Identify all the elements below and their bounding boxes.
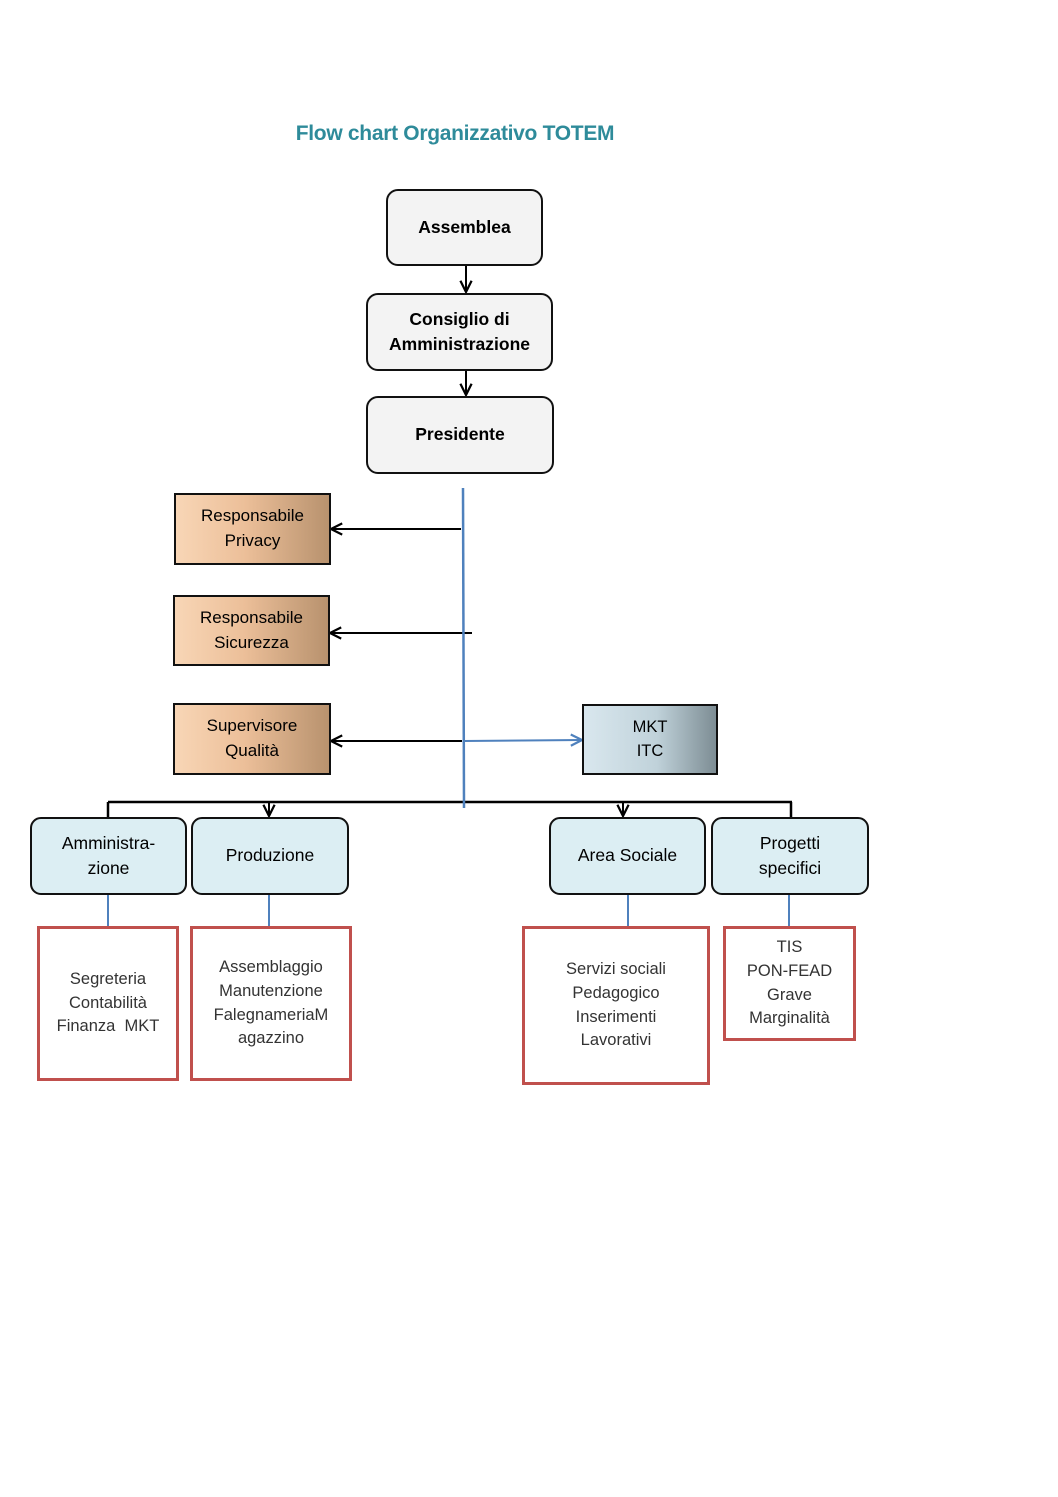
area-produzione-box: Produzione <box>191 817 349 895</box>
detail-marginalita: Marginalità <box>749 1009 830 1028</box>
mkt-itc-box: MKT ITC <box>582 704 718 775</box>
presidente-label: Presidente <box>415 424 505 445</box>
progetti-details-box: TIS PON-FEAD Grave Marginalità <box>723 926 856 1041</box>
area-sociale-label: Area Sociale <box>577 845 678 866</box>
detail-lavorativi: Lavorativi <box>580 1031 652 1050</box>
consiglio-label-line-1: Consiglio di <box>409 308 510 329</box>
detail-inserimenti: Inserimenti <box>575 1007 657 1026</box>
qualita-label-line-1: Supervisore <box>206 716 298 736</box>
sicurezza-label-line-1: Responsabile <box>199 607 303 627</box>
qualita-label-line-2: Qualità <box>225 741 279 760</box>
detail-tis: TIS <box>776 937 803 956</box>
assemblea-box: Assemblea <box>386 189 543 266</box>
amministrazione-details-box: Segreteria Contabilità Finanza MKT <box>37 926 179 1081</box>
supervisore-qualita-box: Supervisore Qualità <box>173 703 331 775</box>
detail-pon-fead: PON-FEAD <box>746 961 833 980</box>
sicurezza-label-line-2: Sicurezza <box>214 632 289 652</box>
detail-magazzino: agazzino <box>237 1029 305 1048</box>
mkt-label: MKT <box>632 717 668 736</box>
area-amministrazione-box: Amministra- zione <box>30 817 187 895</box>
consiglio-label-line-2: Amministrazione <box>389 334 530 354</box>
presidente-trunk <box>461 487 466 809</box>
produzione-label: Produzione <box>225 845 315 866</box>
progetti-label-line-1: Progetti <box>759 832 821 853</box>
arrow-to-mkt-itc <box>463 740 582 741</box>
area-sociale-details-box: Servizi sociali Pedagogico Inserimenti L… <box>522 926 710 1085</box>
privacy-label-line-1: Responsabile <box>200 506 304 526</box>
privacy-label-line-2: Privacy <box>224 531 281 550</box>
detail-contabilita: Contabilità <box>69 993 147 1012</box>
detail-pedagogico: Pedagogico <box>572 983 660 1002</box>
consiglio-box: Consiglio di Amministrazione <box>366 293 553 371</box>
area-progetti-specifici-box: Progetti specifici <box>711 817 869 895</box>
responsabile-privacy-box: Responsabile Privacy <box>174 493 331 565</box>
assemblea-label: Assemblea <box>418 216 511 237</box>
detail-segreteria: Segreteria <box>69 969 147 988</box>
produzione-details-box: Assemblaggio Manutenzione FalegnameriaM … <box>190 926 352 1081</box>
amministrazione-label-line-2: zione <box>87 858 130 878</box>
detail-finanza-mkt: Finanza MKT <box>56 1017 160 1036</box>
responsabile-sicurezza-box: Responsabile Sicurezza <box>173 595 330 666</box>
detail-grave: Grave <box>767 985 812 1004</box>
detail-manutenzione: Manutenzione <box>219 981 323 1000</box>
detail-servizi-sociali: Servizi sociali <box>566 959 666 978</box>
detail-falegnameria: FalegnameriaM <box>213 1005 329 1024</box>
detail-assemblaggio: Assemblaggio <box>219 957 323 976</box>
progetti-label-line-2: specifici <box>758 858 822 878</box>
presidente-box: Presidente <box>366 396 554 474</box>
amministrazione-label-line-1: Amministra- <box>61 832 156 853</box>
itc-label: ITC <box>636 741 664 760</box>
area-sociale-box: Area Sociale <box>549 817 706 895</box>
diagram-title: Flow chart Organizzativo TOTEM <box>295 122 615 145</box>
